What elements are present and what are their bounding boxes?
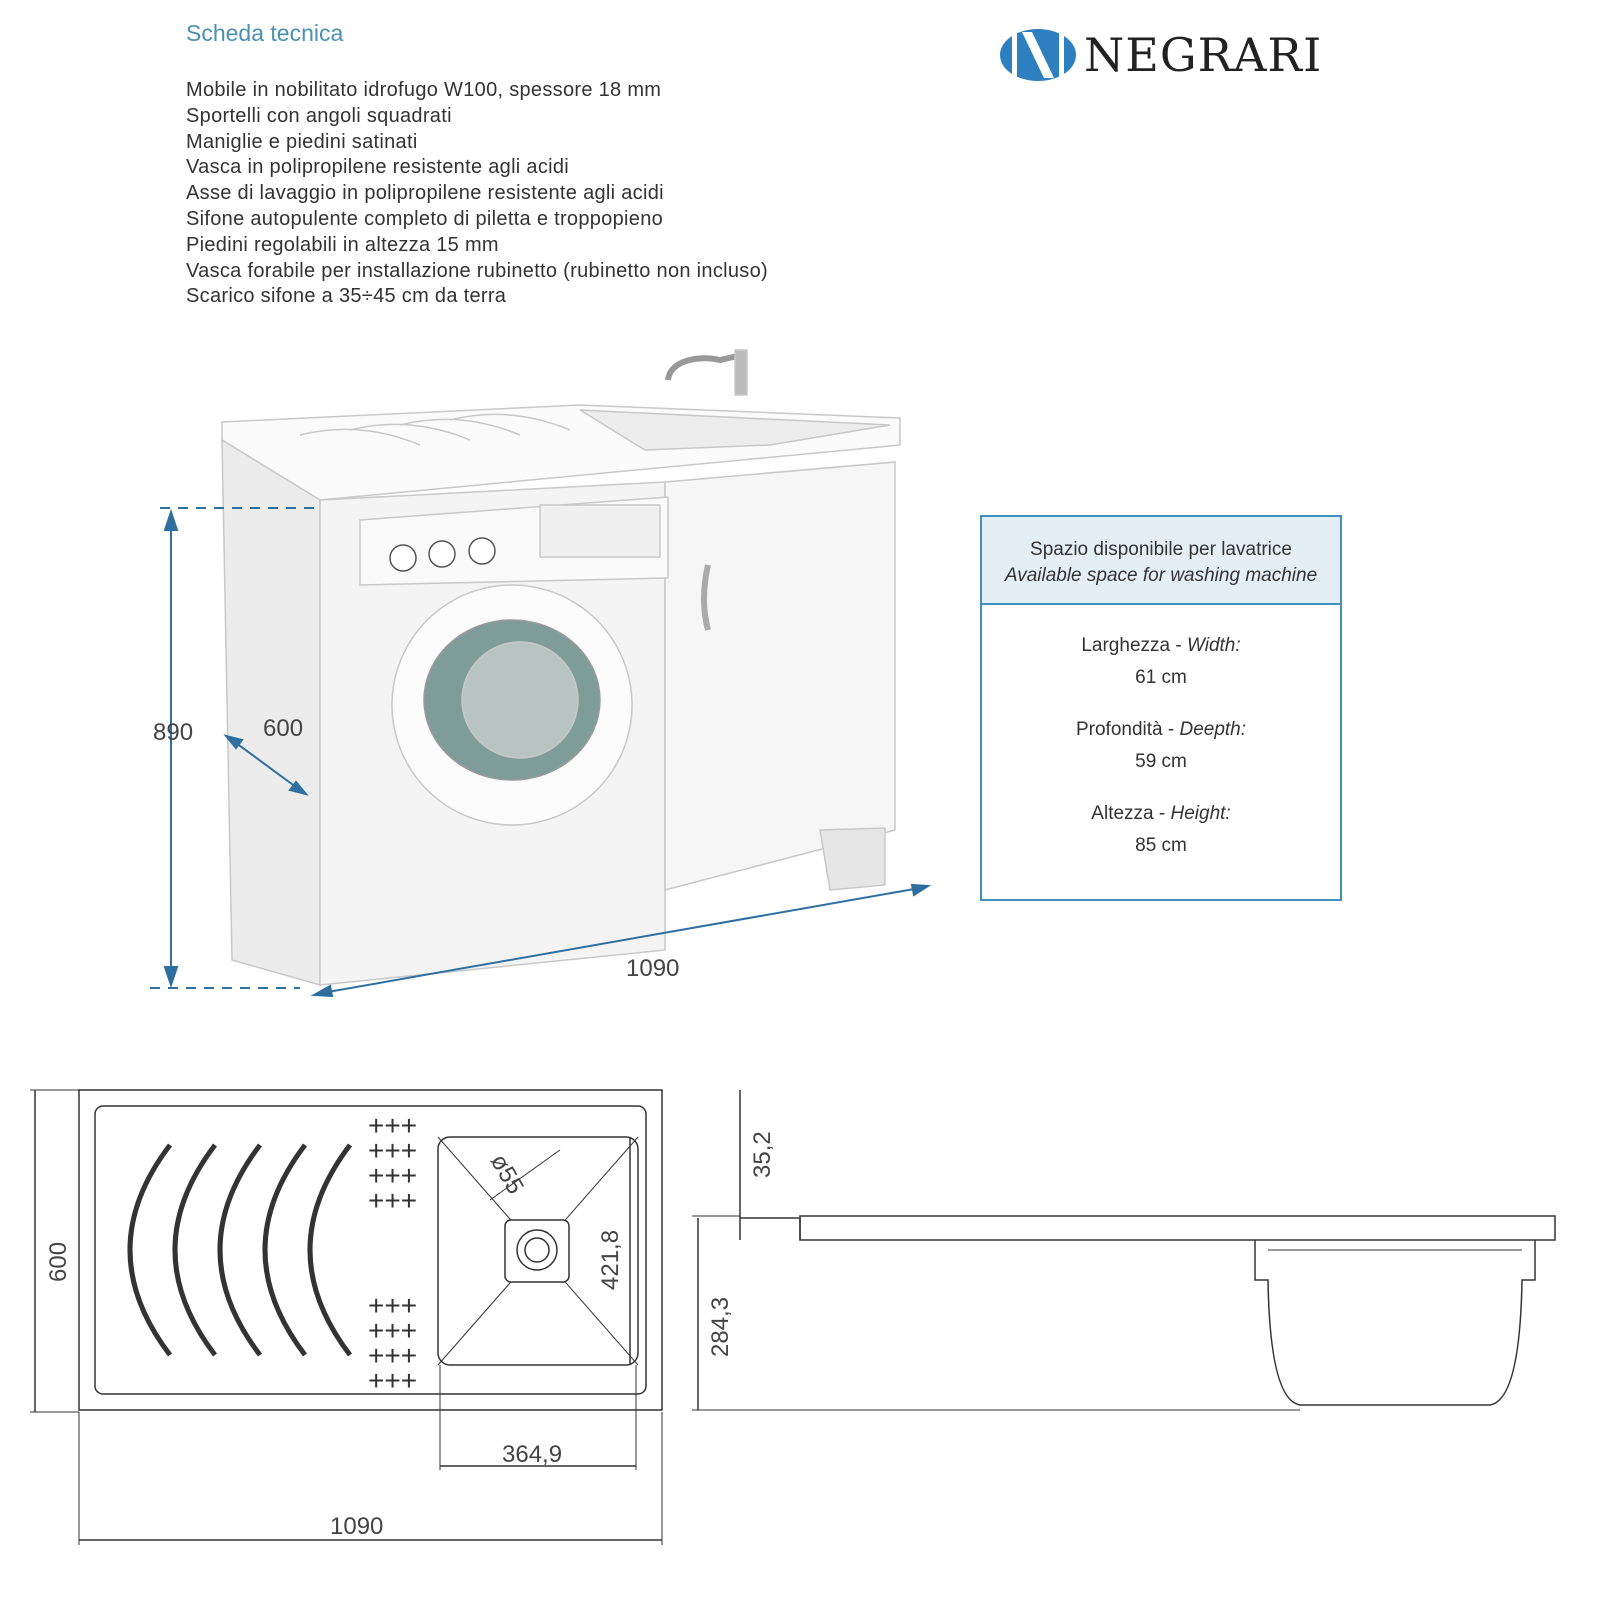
svg-text:+++: +++ <box>368 1315 417 1346</box>
spec-label-en: Height: <box>1170 803 1231 824</box>
svg-text:+++: +++ <box>368 1365 417 1396</box>
brand-logo: NEGRARI <box>998 28 1322 82</box>
feature-item: Asse di lavaggio in polipropilene resist… <box>186 182 664 205</box>
spec-label: Larghezza - <box>1081 635 1187 656</box>
depth-dimension: 600 <box>263 715 303 742</box>
feature-list: Mobile in nobilitato idrofugo W100, spes… <box>186 78 768 310</box>
spec-value: 61 cm <box>1135 667 1187 688</box>
infobox-header: Spazio disponibile per lavatrice Availab… <box>982 517 1340 605</box>
svg-text:+++: +++ <box>368 1340 417 1371</box>
svg-text:+++: +++ <box>368 1185 417 1216</box>
page-title: Scheda tecnica <box>186 20 344 46</box>
width-dimension: 1090 <box>626 955 679 982</box>
spec-label-en: Deepth: <box>1179 719 1247 740</box>
feature-item: Piedini regolabili in altezza 15 mm <box>186 233 499 256</box>
feature-item: Maniglie e piedini satinati <box>186 130 418 153</box>
feature-item: Sifone autopulente completo di piletta e… <box>186 207 664 230</box>
basin-depth-dimension: 421,8 <box>597 1230 624 1290</box>
rim-dimension: 35,2 <box>749 1131 776 1178</box>
top-width-dimension: 1090 <box>330 1513 383 1540</box>
feature-item: Scarico sifone a 35÷45 cm da terra <box>186 285 507 308</box>
infobox-title: Spazio disponibile per lavatrice <box>1030 539 1292 560</box>
feature-item: Vasca forabile per installazione rubinet… <box>186 259 768 282</box>
feature-item: Vasca in polipropilene resistente agli a… <box>186 156 570 179</box>
basin-width-dimension: 364,9 <box>502 1441 562 1468</box>
spec-height: Altezza - Height: 85 cm <box>982 803 1340 857</box>
washing-machine-space-box: Spazio disponibile per lavatrice Availab… <box>980 515 1342 901</box>
drain-diameter: ø55 <box>485 1150 529 1199</box>
logo-mark-icon <box>1000 28 1076 82</box>
height-dimension: 890 <box>153 719 193 746</box>
svg-text:+++: +++ <box>368 1290 417 1321</box>
spec-label: Profondità - <box>1075 719 1180 740</box>
spec-label-en: Width: <box>1186 635 1241 656</box>
spec-depth: Profondità - Deepth: 59 cm <box>982 719 1340 773</box>
spec-width: Larghezza - Width: 61 cm <box>982 635 1340 689</box>
drain-holes: ++++++ ++++++ ++++++ ++++++ <box>368 1110 417 1396</box>
cabinet-drawing <box>221 349 901 986</box>
svg-text:+++: +++ <box>368 1160 417 1191</box>
spec-label: Altezza - <box>1091 803 1171 824</box>
side-view-drawing <box>692 1090 1556 1411</box>
feature-item: Sportelli con angoli squadrati <box>186 104 452 127</box>
svg-text:+++: +++ <box>368 1110 417 1141</box>
spec-value: 59 cm <box>1135 751 1187 772</box>
feature-item: Mobile in nobilitato idrofugo W100, spes… <box>186 79 662 101</box>
brand-name: NEGRARI <box>1084 28 1323 82</box>
svg-text:+++: +++ <box>368 1135 417 1166</box>
basin-height-dimension: 284,3 <box>707 1297 734 1357</box>
spec-value: 85 cm <box>1135 835 1187 856</box>
dimension-lines <box>150 507 932 998</box>
top-view-drawing <box>30 1089 663 1545</box>
infobox-subtitle: Available space for washing machine <box>1004 565 1318 586</box>
top-depth-dimension: 600 <box>45 1242 72 1282</box>
